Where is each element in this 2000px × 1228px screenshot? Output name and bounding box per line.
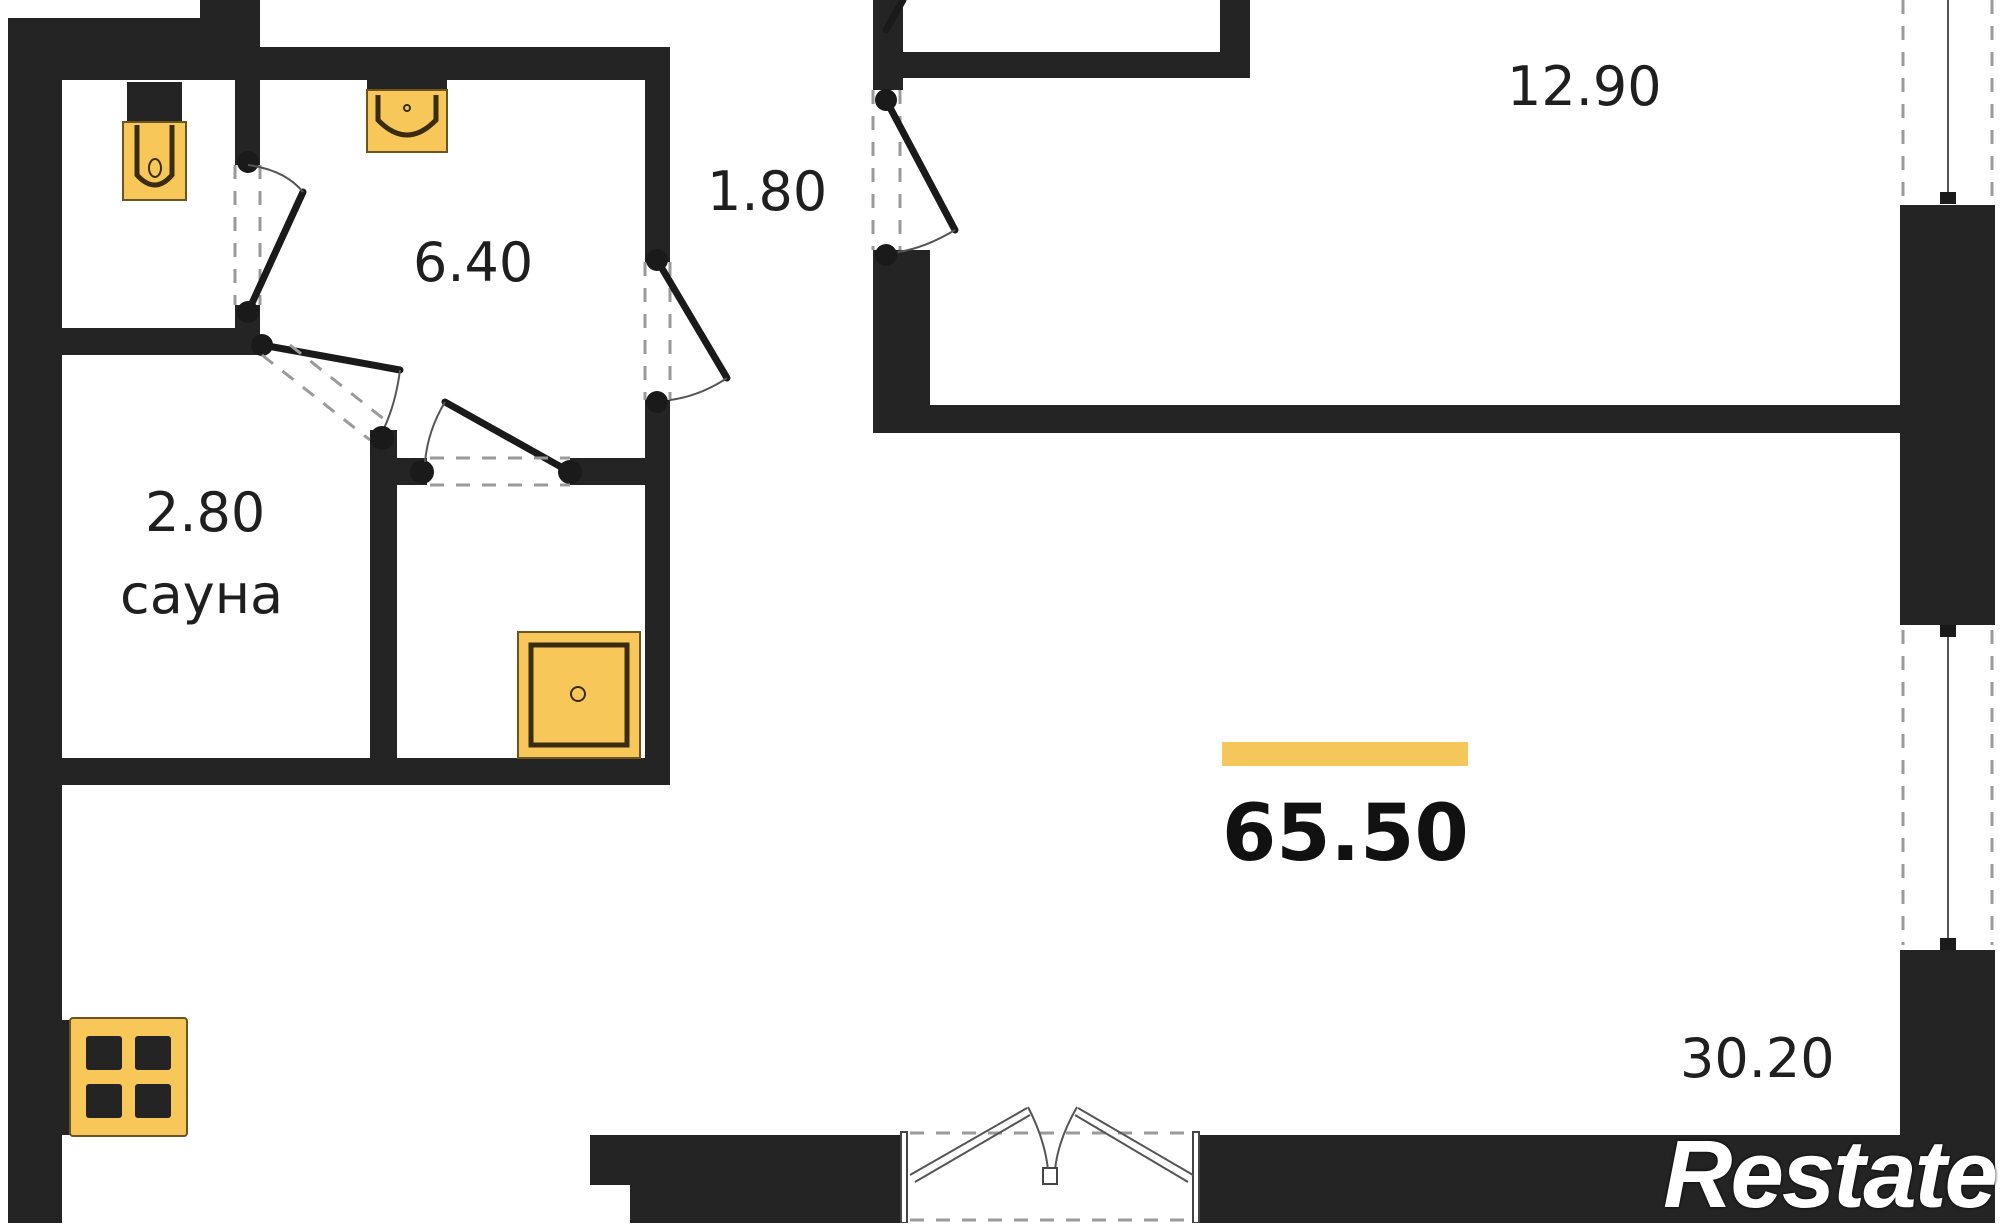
toilet-icon <box>122 82 187 201</box>
shower-tray-icon <box>517 631 641 759</box>
doors <box>233 0 1200 1223</box>
cooktop-icon <box>69 1017 188 1137</box>
walls <box>8 0 1995 1223</box>
total-area-accent-bar <box>1222 742 1468 766</box>
wardrobe-area-label: 1.80 <box>707 160 828 223</box>
sauna-name-label: сауна <box>120 563 284 626</box>
bedroom-area-label: 12.90 <box>1507 55 1662 118</box>
bathroom-area-label: 6.40 <box>413 231 534 294</box>
total-area-label: 65.50 <box>1222 789 1469 879</box>
restate-watermark-logo: Restate <box>1663 1103 1998 1223</box>
watermark-text: Restate <box>1663 1121 1998 1228</box>
sauna-area-label: 2.80 <box>145 481 266 544</box>
windows <box>1901 0 1994 950</box>
living-kitchen-area-label: 30.20 <box>1680 1027 1835 1090</box>
sink-icon <box>366 80 448 153</box>
fixtures <box>69 80 641 1137</box>
